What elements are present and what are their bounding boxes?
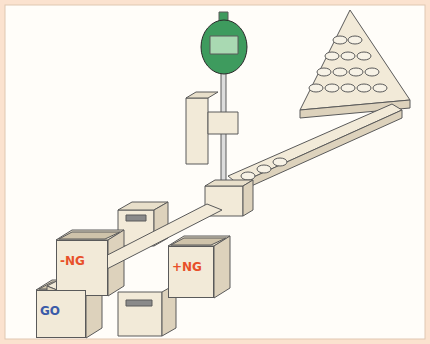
sorting-bin: GO — [36, 290, 86, 338]
bin-label: +NG — [172, 261, 202, 274]
chute-side — [238, 110, 402, 192]
dial-gauge — [201, 20, 247, 74]
panel — [5, 5, 425, 339]
gauge-clamp — [208, 112, 238, 134]
bin-label: GO — [40, 305, 60, 318]
parts — [309, 36, 387, 92]
bin-faces — [168, 236, 230, 298]
gate-box — [118, 292, 162, 336]
bin-label: -NG — [60, 255, 85, 268]
gauge-stand — [186, 98, 208, 164]
chute-parts — [241, 158, 287, 180]
gauge-display — [210, 36, 238, 54]
hopper — [300, 10, 410, 110]
feeder — [118, 10, 410, 246]
chute — [228, 104, 402, 184]
sorting-bin: -NG — [56, 240, 108, 296]
sorting-bin: +NG — [168, 246, 214, 298]
